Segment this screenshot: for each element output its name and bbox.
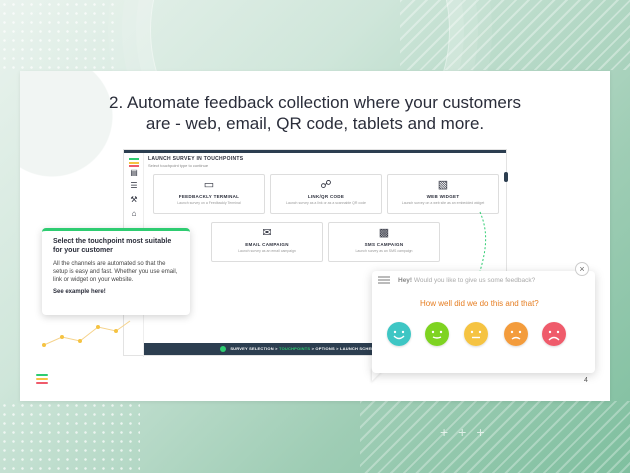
document-icon[interactable]: ▤: [130, 168, 138, 177]
touchpoint-desc: Launch survey on a Feedbackly Terminal: [177, 201, 241, 205]
touchpoint-name: FEEDBACKLY TERMINAL: [178, 194, 240, 199]
step-touchpoints[interactable]: TOUCHPOINTS: [279, 346, 311, 351]
background-dots: [0, 0, 120, 70]
step-options[interactable]: OPTIONS: [315, 346, 335, 351]
web-widget-icon: ▧: [437, 179, 449, 191]
tablet-icon: ▭: [203, 179, 215, 191]
touchpoint-desc: Launch survey on a web site as an embedd…: [401, 201, 485, 205]
face-very-sad-icon[interactable]: [542, 322, 566, 346]
widget-greeting: Hey!: [398, 277, 413, 285]
touchpoint-name: LINK/QR CODE: [307, 194, 345, 199]
list-icon[interactable]: ☰: [130, 181, 138, 190]
tooltip-title: Select the touchpoint most suitable for …: [53, 238, 172, 254]
touchpoint-feedbackly-terminal[interactable]: ▭ FEEDBACKLY TERMINAL Launch survey on a…: [153, 174, 265, 214]
touchpoint-name: SMS CAMPAIGN: [364, 242, 404, 247]
step-indicator-icon: [220, 345, 226, 352]
app-title: LAUNCH SURVEY IN TOUCHPOINTS: [148, 156, 244, 162]
widget-rating-question: How well did we do this and that?: [420, 299, 539, 308]
touchpoint-sms-campaign[interactable]: ▩ SMS CAMPAIGN Launch survey as an SMS c…: [328, 222, 440, 262]
sms-icon: ▩: [378, 227, 390, 239]
scroll-handle[interactable]: [504, 172, 508, 182]
step-survey-selection[interactable]: SURVEY SELECTION: [230, 346, 274, 351]
feedbackly-logo-icon: [36, 374, 48, 386]
app-subtitle: Select touchpoint type to continue: [148, 163, 209, 168]
widget-question: Hey! Would you like to give us some feed…: [378, 276, 535, 285]
headline-line-2: are - web, email, QR code, tablets and m…: [145, 114, 485, 133]
touchpoint-desc: Launch survey as an SMS campaign: [355, 249, 413, 253]
step-separator: >: [311, 346, 315, 351]
close-icon[interactable]: ×: [575, 262, 589, 276]
background-stripes-bottom: [360, 401, 630, 473]
tools-icon[interactable]: ⚒: [130, 195, 138, 204]
face-neutral-icon[interactable]: [464, 322, 488, 346]
qr-link-icon: ☍: [320, 179, 332, 191]
step-separator: >: [336, 346, 339, 351]
touchpoint-web-widget[interactable]: ▧ WEB WIDGET Launch survey on a web site…: [387, 174, 499, 214]
touchpoint-email-campaign[interactable]: ✉ EMAIL CAMPAIGN Launch survey as an ema…: [211, 222, 323, 262]
face-happy-icon[interactable]: [425, 322, 449, 346]
slide: 2. Automate feedback collection where yo…: [20, 71, 610, 401]
step-separator: >: [275, 346, 278, 351]
feedback-widget: [372, 271, 595, 373]
background-plus-signs: +++: [440, 424, 495, 440]
touchpoint-link-qr-code[interactable]: ☍ LINK/QR CODE Launch survey as a link o…: [270, 174, 382, 214]
menu-lines-icon: [378, 276, 390, 285]
touchpoint-name: EMAIL CAMPAIGN: [245, 242, 289, 247]
widget-question-text: Would you like to give us some feedback?: [413, 277, 536, 285]
see-example-link[interactable]: See example here!: [53, 289, 106, 295]
touchpoint-desc: Launch survey as a link or as a scannabl…: [286, 201, 366, 205]
page-number: 4: [584, 377, 588, 384]
background-stripes: [400, 0, 630, 70]
tooltip-card: Select the touchpoint most suitable for …: [42, 228, 190, 315]
touchpoint-name: WEB WIDGET: [426, 194, 460, 199]
headline-line-1: 2. Automate feedback collection where yo…: [109, 93, 521, 112]
feedbackly-logo-icon: [129, 158, 139, 169]
decorative-line-chart: [42, 320, 131, 347]
email-icon: ✉: [262, 227, 272, 239]
face-very-happy-icon[interactable]: [387, 322, 411, 346]
slide-headline: 2. Automate feedback collection where yo…: [20, 92, 610, 134]
step-launch-schedule[interactable]: LAUNCH SCHEDULE: [340, 346, 383, 351]
app-topbar: [124, 150, 506, 153]
dashed-connector: [477, 211, 487, 279]
tooltip-body: All the channels are automated so that t…: [53, 261, 178, 283]
touchpoint-desc: Launch survey as an email campaign: [238, 249, 296, 253]
background-dots-bottom: [0, 401, 140, 473]
building-icon[interactable]: ⌂: [131, 209, 137, 218]
face-sad-icon[interactable]: [504, 322, 528, 346]
